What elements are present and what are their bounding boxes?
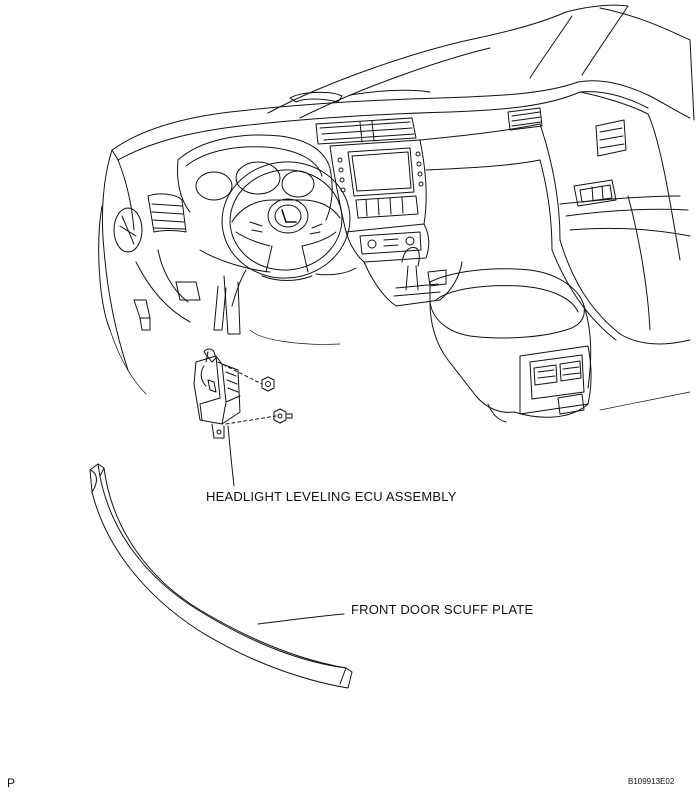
front-door-scuff-plate [90, 464, 352, 688]
floor-outline [110, 330, 690, 410]
steering-column [176, 250, 356, 334]
instrument-cluster [178, 135, 333, 220]
steering-wheel [216, 156, 355, 285]
ecu-callout-label: HEADLIGHT LEVELING ECU ASSEMBLY [206, 489, 457, 504]
passenger-door [552, 92, 690, 344]
scuff-plate-leader-line [258, 614, 344, 624]
center-console [364, 248, 591, 422]
dashboard-top [112, 81, 690, 160]
scuff-plate-callout-label: FRONT DOOR SCUFF PLATE [351, 602, 534, 617]
windshield-frame [268, 5, 694, 120]
center-stack [316, 118, 429, 262]
headlight-leveling-ecu [194, 349, 240, 438]
passenger-dash [420, 108, 560, 250]
ecu-leader-line [228, 426, 234, 486]
page-marker: P [7, 776, 16, 790]
ecu-fasteners [218, 362, 292, 424]
illustration-code: B109913E02 [628, 777, 675, 786]
dashboard-left-end [99, 150, 190, 370]
